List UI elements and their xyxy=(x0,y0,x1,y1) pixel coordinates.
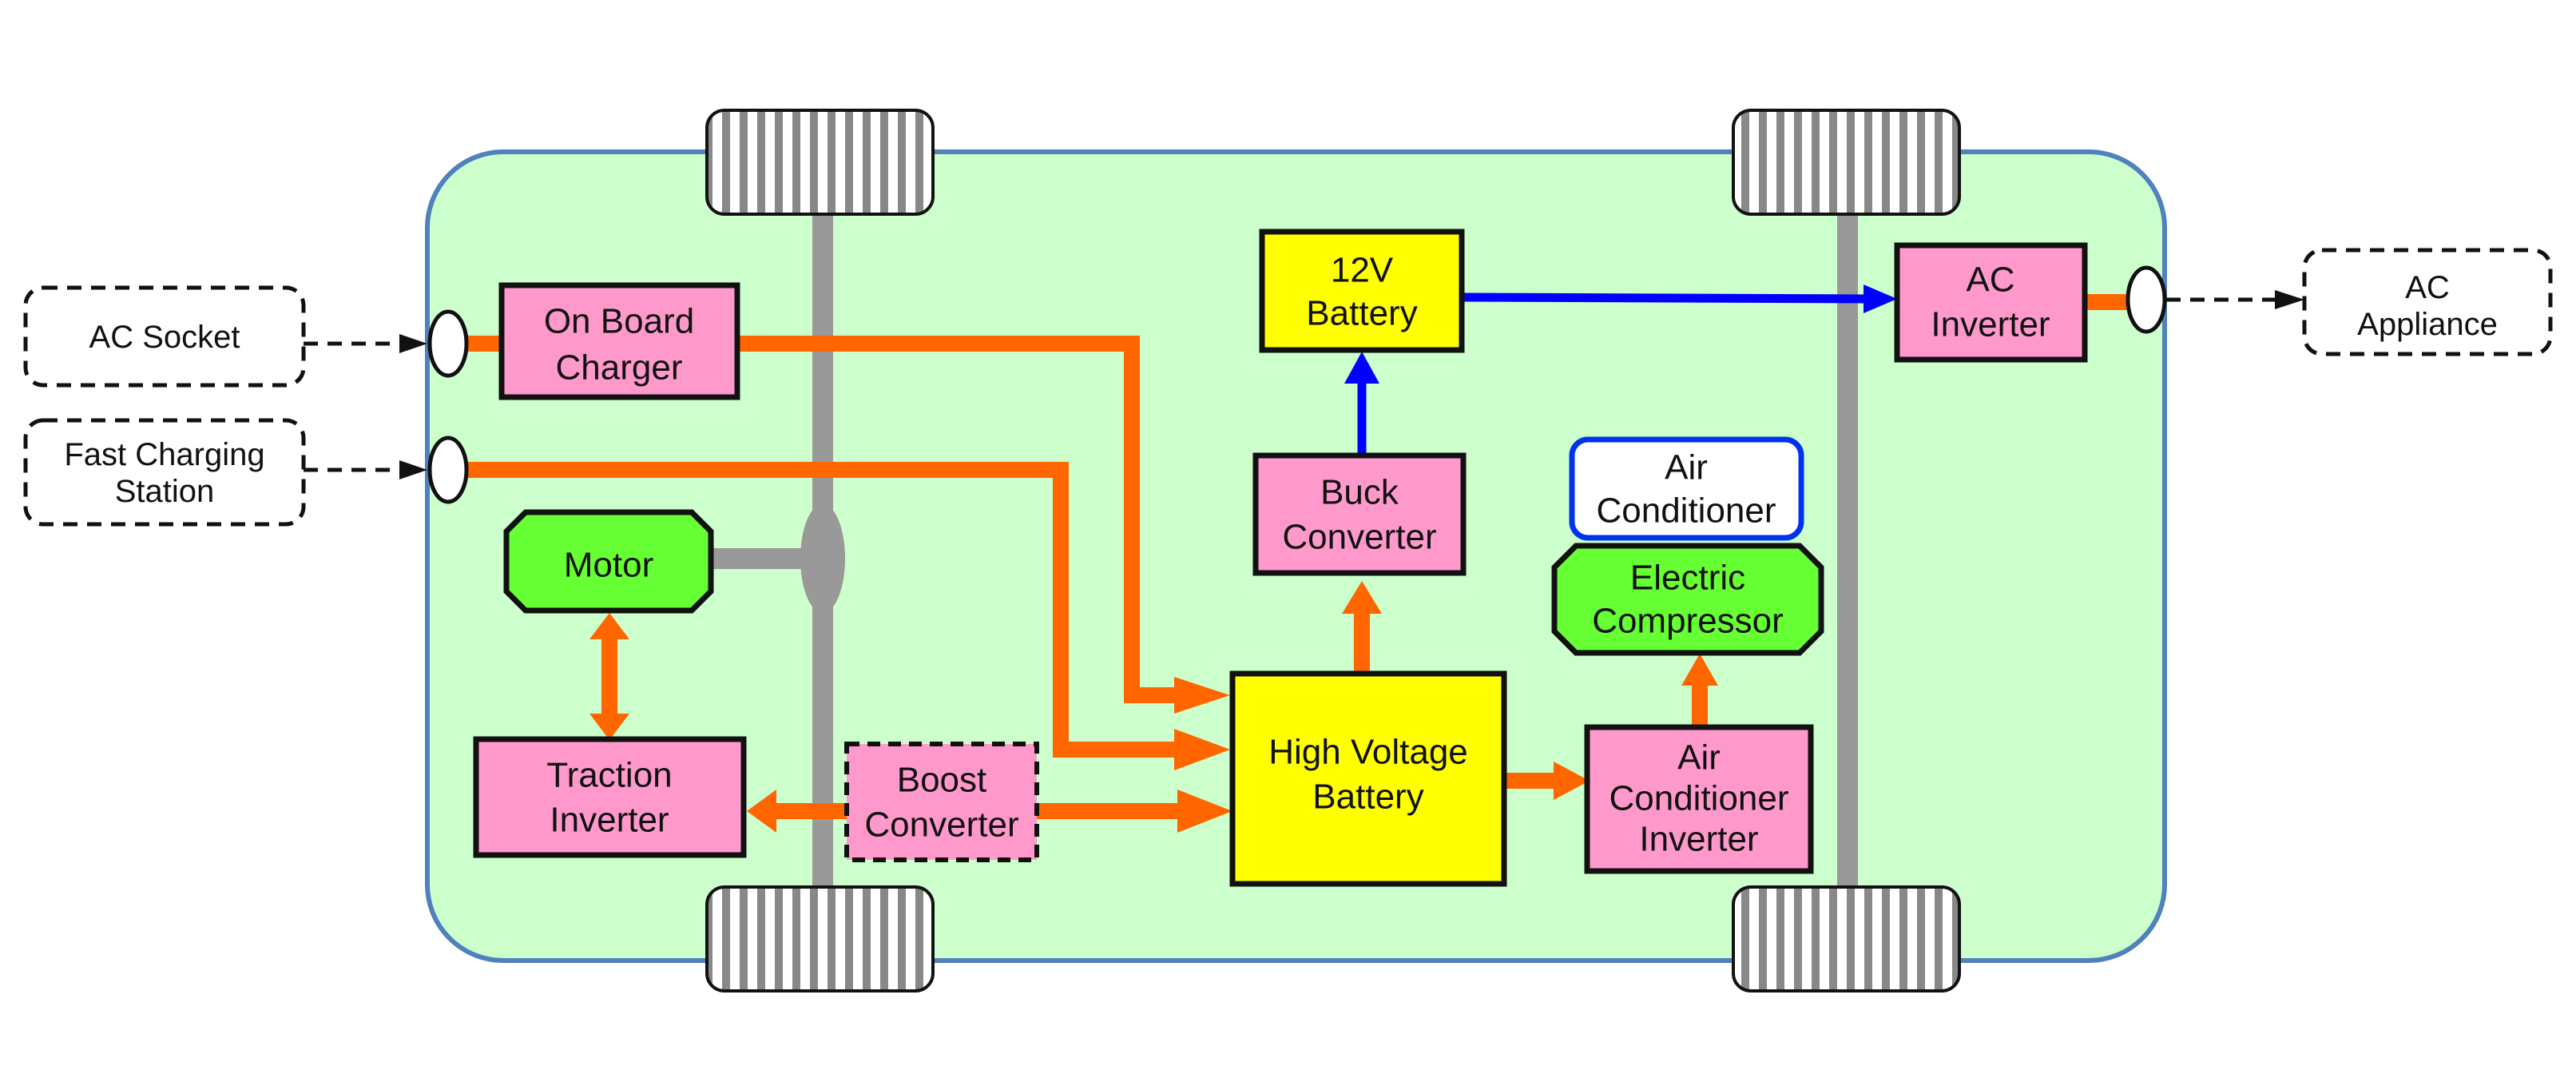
label-line: AC xyxy=(1966,260,2014,299)
label-line: Inverter xyxy=(550,800,669,839)
lv-power-lines xyxy=(1357,292,1866,455)
label-line: AC Socket xyxy=(89,320,240,355)
ac-socket-port xyxy=(427,309,469,378)
label-line: Appliance xyxy=(2357,307,2498,342)
arrowhead-to-hv-battery-3 xyxy=(1177,790,1232,833)
arrowhead-to-traction xyxy=(589,714,629,740)
label-line: Inverter xyxy=(1639,819,1758,858)
label-line: Buck xyxy=(1320,472,1399,511)
label-line: Battery xyxy=(1312,777,1423,816)
arrowhead-to-ac-inverter xyxy=(1554,762,1590,800)
arrowhead-to-hv-battery-2 xyxy=(1174,729,1230,770)
differential xyxy=(800,504,845,613)
boost-converter-box xyxy=(844,742,1039,862)
hv-arrowheads xyxy=(589,581,1718,833)
arrowhead-to-compressor xyxy=(1681,654,1718,686)
line-charger-to-hv-battery xyxy=(735,336,1174,703)
wheel-front-top xyxy=(705,109,935,216)
line-fast-charge-to-hv-battery xyxy=(463,462,1174,758)
label-line: On Board xyxy=(544,301,694,340)
label-line: High Voltage xyxy=(1268,732,1468,771)
ac-outlet-port xyxy=(2125,265,2167,334)
buck-converter-box xyxy=(1252,452,1467,576)
ac-appliance-box xyxy=(2302,248,2553,356)
on-board-charger-box xyxy=(498,282,740,400)
fast-charge-port xyxy=(427,436,469,504)
label-line: Boost xyxy=(897,760,987,799)
motor-label: Motor xyxy=(564,545,653,584)
label-line: Fast Charging xyxy=(64,437,264,472)
label-line: Station xyxy=(115,474,215,509)
line-12v-to-ac-inverter xyxy=(1461,292,1866,304)
fast-charging-station-box xyxy=(23,418,306,527)
label-line: Converter xyxy=(1282,517,1436,556)
arrowhead-to-socket-port xyxy=(399,334,427,353)
ac-socket-label: AC Socket xyxy=(89,320,240,355)
label-line: AC xyxy=(2405,270,2450,305)
electric-compressor-box xyxy=(1551,543,1824,656)
label-line: Electric xyxy=(1630,558,1745,597)
label-line: Charger xyxy=(556,348,683,387)
label-line: Air xyxy=(1677,738,1721,777)
label-line: Conditioner xyxy=(1596,491,1776,530)
label-line: Air xyxy=(1665,448,1708,487)
arrowhead-to-hv-battery-1 xyxy=(1174,677,1230,714)
wheel-front-bottom xyxy=(705,885,935,993)
label-line: Compressor xyxy=(1592,601,1784,640)
lv-arrowheads xyxy=(1344,284,1897,384)
label-line: Traction xyxy=(546,755,672,794)
arrowhead-to-appliance xyxy=(2275,290,2304,309)
label-line: 12V xyxy=(1331,250,1394,289)
arrowhead-to-buck-converter xyxy=(1342,581,1382,614)
label-line: Motor xyxy=(564,545,653,584)
motor-box xyxy=(503,509,714,614)
arrowhead-to-ac-inverter-12v xyxy=(1864,284,1897,313)
arrowhead-to-station-port xyxy=(399,460,427,479)
ac-inverter-box xyxy=(1894,242,2088,363)
hv-power-lines xyxy=(463,294,2127,819)
battery-12v-box xyxy=(1259,229,1465,353)
external-arrowheads xyxy=(399,290,2304,479)
wheel-rear-top xyxy=(1732,109,1961,216)
label-line: Battery xyxy=(1306,293,1417,332)
label-line: Conditioner xyxy=(1609,778,1788,818)
air-conditioner-inverter-box xyxy=(1584,724,1814,874)
arrowhead-to-traction-inverter xyxy=(747,790,776,833)
external-dashed-lines xyxy=(304,297,2278,472)
battery-12v-label: 12V Battery xyxy=(1306,250,1417,332)
traction-inverter-box xyxy=(473,736,747,858)
ac-inverter-label: AC Inverter xyxy=(1931,260,2050,344)
ac-socket-box xyxy=(23,285,306,388)
label-line: Converter xyxy=(864,805,1018,844)
label-line: Inverter xyxy=(1931,304,2050,344)
rear-axle xyxy=(1837,196,1858,891)
arrowhead-to-12v-battery xyxy=(1344,352,1379,384)
arrowhead-to-motor xyxy=(589,613,629,639)
high-voltage-battery-box xyxy=(1229,670,1507,887)
air-conditioner-box xyxy=(1569,436,1804,541)
wheel-rear-bottom xyxy=(1732,885,1961,993)
